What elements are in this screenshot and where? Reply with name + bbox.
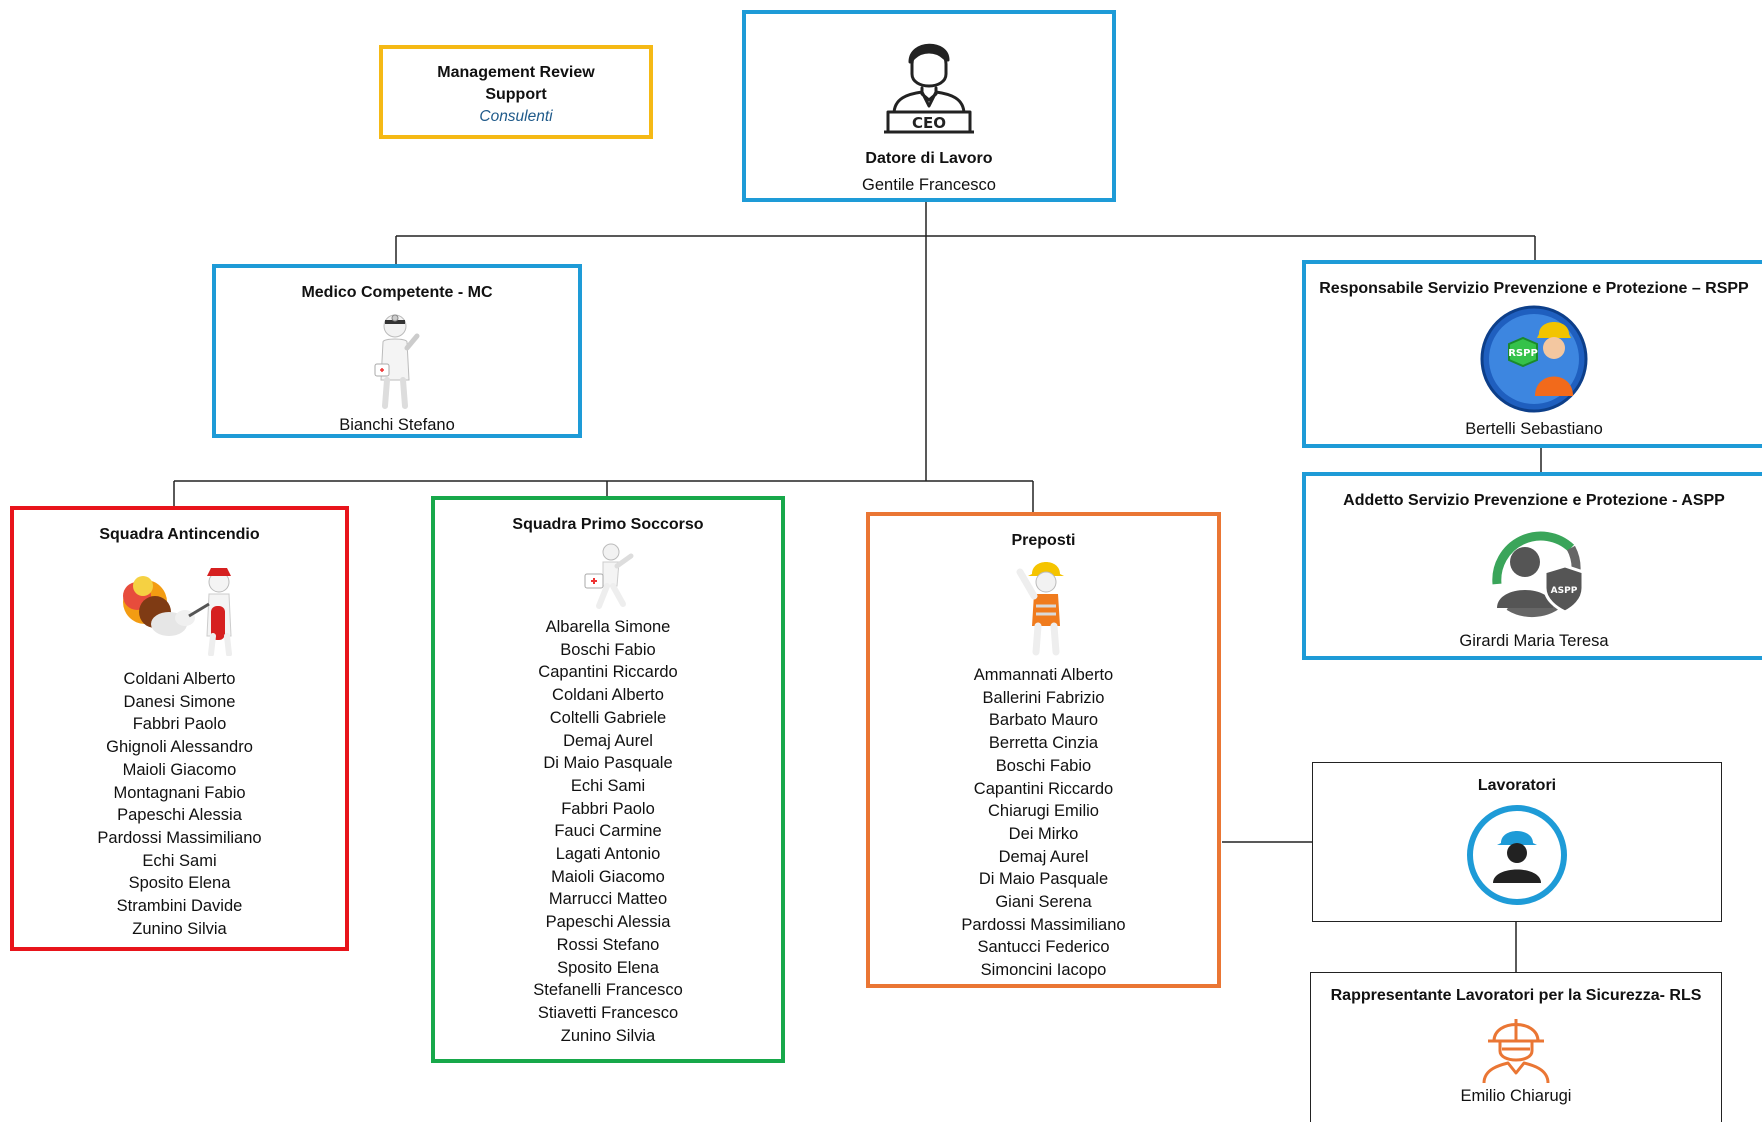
list-item: Montagnani Fabio (113, 783, 246, 802)
list-item: Rossi Stefano (556, 935, 660, 954)
worker-icon (1016, 562, 1064, 656)
rspp-title: Responsabile Servizio Prevenzione e Prot… (1319, 280, 1749, 297)
list-item: Coltelli Gabriele (549, 708, 667, 727)
aspp-title: Addetto Servizio Prevenzione e Protezion… (1343, 492, 1725, 509)
lavoratori-box: Lavoratori (1312, 762, 1722, 922)
squadra-antincendio-box: Squadra Antincendio Coldani Alberto Dane… (10, 506, 349, 951)
list-item: Giani Serena (995, 893, 1092, 912)
antincendio-title: Squadra Antincendio (99, 526, 260, 543)
list-item: Demaj Aurel (998, 847, 1089, 866)
list-item: Strambini Davide (116, 897, 243, 916)
list-item: Lagati Antonio (555, 845, 661, 864)
management-review-box: Management Review Support Consulenti (379, 45, 653, 139)
list-item: Stefanelli Francesco (533, 981, 683, 1000)
aspp-badge: ASPP (1551, 586, 1578, 596)
rls-title: Rappresentante Lavoratori per la Sicurez… (1330, 987, 1702, 1004)
list-item: Ballerini Fabrizio (982, 688, 1105, 707)
list-item: Capantini Riccardo (538, 663, 678, 682)
rspp-icon: RSPP (1480, 305, 1588, 413)
first-aid-icon (584, 543, 634, 609)
list-item: Coldani Alberto (123, 670, 236, 688)
list-item: Stiavetti Francesco (537, 1003, 679, 1022)
preposti-member-list: Ammannati Alberto Ballerini Fabrizio Bar… (870, 664, 1217, 982)
list-item: Di Maio Pasquale (543, 754, 673, 773)
list-item: Boschi Fabio (995, 756, 1092, 775)
doctor-icon (374, 314, 420, 409)
ceo-name: Gentile Francesco (862, 176, 996, 194)
mc-title: Medico Competente - MC (301, 284, 493, 301)
rls-icon (1482, 1019, 1550, 1083)
list-item: Berretta Cinzia (988, 734, 1099, 753)
list-item: Zunino Silvia (132, 919, 227, 938)
lavoratori-title: Lavoratori (1477, 777, 1557, 794)
rspp-badge: RSPP (1508, 348, 1538, 359)
list-item: Sposito Elena (557, 958, 659, 977)
list-item: Simoncini Iacopo (980, 961, 1107, 980)
list-item: Fauci Carmine (554, 822, 662, 841)
ceo-box: CEO Datore di Lavoro Gentile Francesco (742, 10, 1116, 202)
squadra-primo-soccorso-box: Squadra Primo Soccorso Albarella Simone … (431, 496, 785, 1063)
aspp-name: Girardi Maria Teresa (1459, 632, 1609, 650)
list-item: Dei Mirko (1008, 824, 1079, 843)
list-item: Capantini Riccardo (973, 779, 1114, 798)
list-item: Papeschi Alessia (545, 913, 671, 932)
management-title-line2: Support (485, 86, 547, 103)
primo-soccorso-member-list: Albarella Simone Boschi Fabio Capantini … (435, 616, 781, 1047)
ceo-badge: CEO (912, 114, 946, 132)
list-item: Demaj Aurel (563, 731, 653, 750)
list-item: Barbato Mauro (988, 711, 1099, 730)
list-item: Boschi Fabio (560, 640, 656, 659)
list-item: Albarella Simone (545, 618, 671, 636)
antincendio-member-list: Coldani Alberto Danesi Simone Fabbri Pao… (14, 668, 345, 940)
list-item: Marrucci Matteo (548, 890, 668, 909)
list-item: Maioli Giacomo (122, 760, 237, 779)
list-item: Danesi Simone (123, 692, 236, 711)
list-item: Zunino Silvia (560, 1026, 656, 1045)
list-item: Chiarugi Emilio (988, 802, 1099, 821)
list-item: Santucci Federico (977, 938, 1110, 957)
preposti-box: Preposti Ammannati Alberto Ballerini Fab… (866, 512, 1221, 988)
aspp-icon: ASPP (1492, 531, 1585, 617)
management-title-line1: Management Review (437, 64, 595, 81)
list-item: Coldani Alberto (552, 686, 664, 705)
list-item: Ghignoli Alessandro (106, 738, 253, 757)
list-item: Maioli Giacomo (551, 867, 665, 886)
firefighter-icon (122, 568, 232, 656)
worker-avatar-icon (1467, 805, 1567, 905)
aspp-box: Addetto Servizio Prevenzione e Protezion… (1302, 472, 1762, 660)
rspp-name: Bertelli Sebastiano (1465, 420, 1603, 438)
management-subtitle: Consulenti (479, 108, 553, 125)
list-item: Pardossi Massimiliano (97, 828, 262, 847)
list-item: Fabbri Paolo (132, 715, 227, 734)
list-item: Fabbri Paolo (561, 799, 655, 818)
medico-competente-box: Medico Competente - MC Bianchi Stefano (212, 264, 582, 438)
list-item: Sposito Elena (128, 874, 231, 893)
preposti-title: Preposti (1011, 532, 1076, 549)
list-item: Echi Sami (570, 776, 646, 795)
list-item: Papeschi Alessia (117, 806, 242, 825)
list-item: Pardossi Massimiliano (961, 915, 1126, 934)
list-item: Echi Sami (142, 851, 217, 870)
list-item: Ammannati Alberto (973, 666, 1114, 684)
rspp-box: Responsabile Servizio Prevenzione e Prot… (1302, 260, 1762, 448)
rls-box: Rappresentante Lavoratori per la Sicurez… (1310, 972, 1722, 1122)
mc-name: Bianchi Stefano (339, 416, 455, 434)
rls-name: Emilio Chiarugi (1460, 1087, 1572, 1105)
ceo-title: Datore di Lavoro (865, 150, 993, 167)
primo-soccorso-title: Squadra Primo Soccorso (512, 516, 704, 533)
ceo-icon: CEO (884, 43, 974, 134)
list-item: Di Maio Pasquale (978, 870, 1109, 889)
